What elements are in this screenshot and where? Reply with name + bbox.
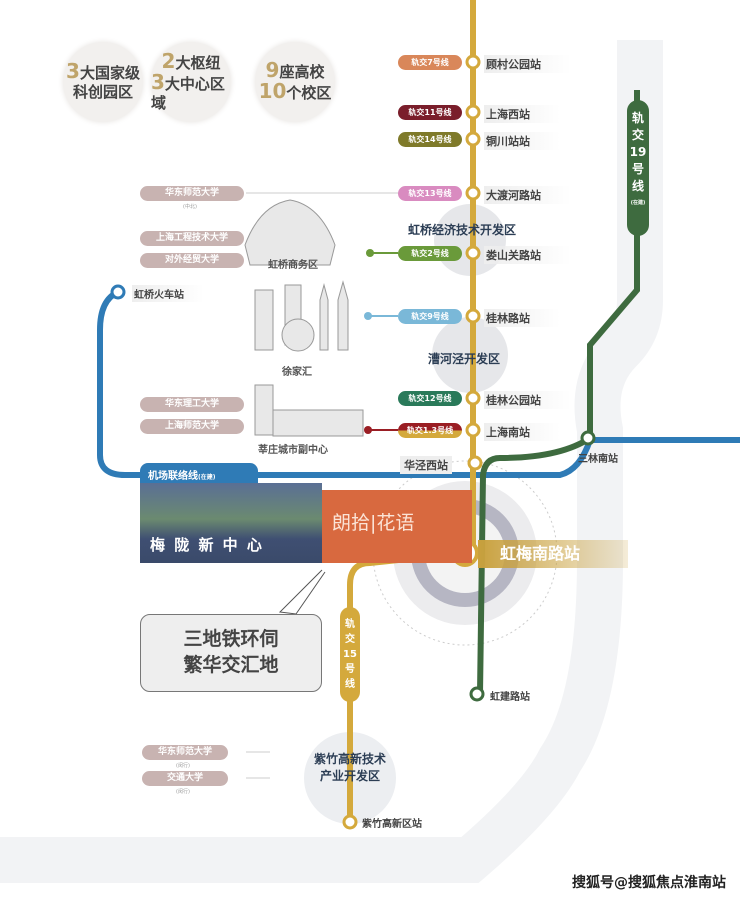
zizhu-station-label: 紫竹高新区站 [362, 819, 422, 830]
line-badge: 轨交1.3号线 [398, 423, 462, 438]
station-label: 上海西站 [484, 105, 560, 123]
building-label-xinzhuang: 莘庄城市副中心 [258, 445, 328, 456]
label-char: 轨 [345, 619, 355, 630]
station-label: 桂林路站 [484, 309, 560, 327]
line19-label: 轨交 19 号线 (在建) [627, 100, 649, 236]
university-pill: 上海工程技术大学 [140, 231, 244, 246]
zone-label-zizhu: 紫竹高新技术产业开发区 [302, 750, 398, 784]
station-label: 顾村公园站 [484, 55, 571, 73]
university-pill: 对外经贸大学 [140, 253, 244, 268]
label-char: 交 [345, 634, 355, 645]
university-pill: 华东理工大学 [140, 397, 244, 412]
label-char: 号 [631, 162, 644, 176]
station-label: 桂林公园站 [484, 391, 571, 409]
callout-line: 三地铁环伺 [183, 628, 279, 650]
meilong-center-label: 梅 陇 新 中 心 [150, 536, 264, 554]
line-badge: 轨交13号线 [398, 186, 462, 201]
building-label-xujiahui: 徐家汇 [282, 367, 312, 378]
label-char: 线 [345, 679, 355, 690]
callout-line: 繁华交汇地 [183, 654, 279, 676]
label-char: 线 [631, 179, 644, 193]
line-badge: 轨交2号线 [398, 246, 462, 261]
university-note: (中北) [183, 204, 197, 210]
line15-label: 轨交 15 号线 [340, 607, 360, 702]
hongmeinan-station-label: 虹梅南路站 [478, 540, 628, 568]
stat-number: 2 [161, 48, 176, 73]
line-badge: 轨交11号线 [398, 105, 462, 120]
label-note: (在建) [630, 200, 646, 206]
university-pill: 华东师范大学 [140, 186, 244, 201]
airport-link-label: 机场联络线(在建) [140, 463, 258, 483]
university-pill: 华东师范大学 [142, 745, 228, 760]
sanlinnan-station-label: 三林南站 [578, 454, 618, 465]
station-label: 大渡河路站 [484, 186, 571, 204]
background-ring-band [0, 40, 663, 883]
project-name-box: 朗拾|花语 [322, 490, 472, 563]
university-note: (闵行) [176, 763, 190, 769]
university-pill: 交通大学 [142, 771, 228, 786]
airport-line-note: (在建) [198, 474, 216, 481]
stat-circle-hubs: 2大枢纽 3大中心区域 [151, 42, 231, 122]
airport-link-line [97, 289, 740, 478]
station-label: 上海南站 [484, 423, 560, 441]
stat-text: 个校区 [286, 84, 332, 102]
line-badge: 轨交14号线 [398, 132, 462, 147]
hongqiao-rail-station-label: 虹桥火车站 [132, 285, 204, 302]
airport-line-name: 机场联络线 [148, 471, 198, 482]
stat-circle-parks: 3大国家级科创园区 [63, 42, 143, 122]
watermark: 搜狐号@搜狐焦点淮南站 [572, 875, 726, 891]
huajingxi-station-label: 华泾西站 [400, 456, 452, 474]
stat-text: 大国家级 [79, 64, 140, 82]
label-char: 15 [343, 649, 357, 660]
callout-pointer [278, 569, 326, 615]
station-label: 娄山关路站 [484, 246, 571, 264]
callout-box: 三地铁环伺繁华交汇地 [140, 614, 322, 692]
university-note: (闵行) [176, 789, 190, 795]
stat-text: 大枢纽 [175, 53, 221, 72]
stat-number: 10 [258, 79, 287, 103]
line-badge: 轨交7号线 [398, 55, 462, 70]
label-char: 19 [629, 145, 647, 159]
stat-number: 9 [265, 58, 280, 82]
stat-number: 3 [66, 59, 80, 83]
stat-text: 大中心区域 [151, 74, 225, 112]
stat-text: 科创园区 [72, 83, 133, 101]
station-label: 铜川站站 [484, 132, 560, 150]
university-pill: 上海师范大学 [140, 419, 244, 434]
stat-text: 座高校 [279, 63, 325, 81]
label-char: 轨 [631, 111, 644, 125]
zone-label-caohejing: 漕河泾开发区 [428, 352, 501, 366]
stat-number: 3 [151, 69, 165, 94]
zone-line: 产业开发区 [319, 769, 380, 783]
line-badge: 轨交12号线 [398, 391, 462, 406]
hongjian-station-label: 虹建路站 [490, 692, 530, 703]
building-label-hongqiao-biz: 虹桥商务区 [268, 260, 318, 271]
zone-line: 紫竹高新技术 [313, 752, 386, 766]
line15-south [347, 550, 466, 822]
line-badge: 轨交9号线 [398, 309, 462, 324]
building-illustrations [244, 199, 364, 437]
label-char: 交 [631, 128, 644, 142]
label-char: 号 [345, 664, 355, 675]
zone-label-hongqiao-econ: 虹桥经济技术开发区 [408, 223, 517, 237]
meilong-center-image: 梅 陇 新 中 心 [140, 483, 322, 563]
